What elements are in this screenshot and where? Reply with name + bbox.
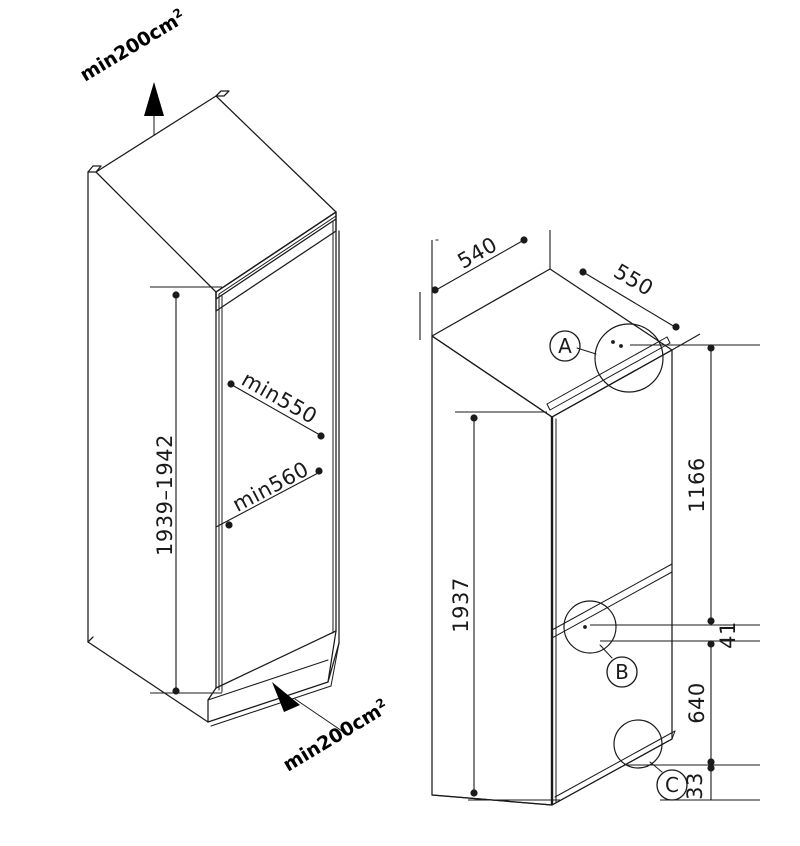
dim-540-label: 540 <box>454 232 502 273</box>
callout-c-leader <box>649 761 663 773</box>
dim-550-label: 550 <box>610 259 658 301</box>
dim-niche-height-label: 1939–1942 <box>153 434 177 556</box>
appliance-door-split-line-2 <box>551 563 673 631</box>
dim-min550-label: min550 <box>238 367 322 429</box>
dim-550-dot-left <box>579 268 587 276</box>
min550-dot-start <box>227 380 235 388</box>
detail-circle-a <box>594 323 664 393</box>
dim-41-label: 41 <box>716 621 740 649</box>
appliance-top-door-gap-3 <box>546 336 668 405</box>
installation-niche-figure <box>87 90 340 727</box>
detail-circle-b <box>563 600 617 654</box>
appliance-top-door-gap-cap-right <box>666 336 671 344</box>
dim-1937-dot-bottom <box>470 789 478 797</box>
dim-550-dot-right <box>672 323 680 331</box>
niche-depth-dimension: min550 <box>227 367 325 440</box>
min560-dot-end <box>315 467 323 475</box>
min550-dot-end <box>317 432 325 440</box>
callout-b-leader <box>599 644 613 659</box>
appliance-front-face <box>551 349 673 806</box>
right-dimension-chain: 1166 41 640 33 <box>590 344 760 801</box>
callout-bubble-a <box>549 330 581 362</box>
vent-top-arrowhead-icon <box>144 82 164 116</box>
callout-b-group: B <box>563 600 638 688</box>
niche-top-left-lip <box>87 165 102 173</box>
appliance-plinth-cap-right <box>671 730 676 740</box>
appliance-figure <box>431 268 676 806</box>
min560-dot-start <box>225 521 233 529</box>
detail-a-mark-1 <box>611 340 615 344</box>
vent-bottom-arrow-shaft <box>294 698 346 734</box>
niche-top-back-lip <box>215 90 230 97</box>
niche-height-dimension: 1939–1942 <box>150 286 222 695</box>
appliance-plinth-line-1 <box>551 738 673 806</box>
dim-550-dim-line <box>582 271 676 328</box>
appliance-door-split-line-1 <box>551 571 673 639</box>
callout-c-label: C <box>665 773 679 797</box>
niche-bottom-left-lip <box>87 636 94 643</box>
dim-1166-dot-top <box>707 344 715 352</box>
dim-540-dot-left <box>431 286 439 294</box>
dim-550-ext-right <box>671 333 701 351</box>
niche-top-panel <box>95 95 337 293</box>
dim-1166-dot-bottom <box>707 617 715 625</box>
min550-dim-line <box>231 384 321 436</box>
callout-a-label: A <box>558 334 572 358</box>
vent-note-bottom-label: min200cm2 <box>279 695 393 776</box>
niche-height-dot-bottom <box>172 687 180 695</box>
dim-1166-label: 1166 <box>685 457 709 512</box>
niche-left-wall-bottom-edge <box>87 641 209 723</box>
appliance-top-door-gap-cap-left <box>546 403 551 411</box>
dim-540-dot-right <box>520 236 528 244</box>
dim-640-dot-bottom <box>707 758 715 766</box>
niche-base-front-face <box>207 630 337 723</box>
appliance-left-side-face <box>431 335 553 806</box>
height-1937-dimension: 1937 <box>449 411 560 801</box>
niche-base-top-edge <box>215 630 337 689</box>
detail-a-mark-2 <box>619 344 623 348</box>
callout-c-group: C <box>613 719 688 801</box>
dim-min560-label: min560 <box>229 457 313 517</box>
niche-height-dot-top <box>172 291 180 299</box>
min560-dim-line <box>215 471 321 528</box>
vent-note-top: min200cm2 <box>76 5 190 136</box>
detail-b-mark-1 <box>583 625 587 629</box>
vent-bottom-arrowhead-icon <box>272 682 300 712</box>
dim-540-dim-line <box>435 239 525 291</box>
dim-640-label: 640 <box>685 682 709 724</box>
vent-note-top-label: min200cm2 <box>76 5 190 86</box>
callout-bubble-c <box>656 769 688 801</box>
dim-33-dot-top <box>707 764 715 772</box>
callout-a-group: A <box>549 323 664 393</box>
dim-640-dot-top <box>707 640 715 648</box>
niche-base-right-edge-inner <box>330 642 340 687</box>
vent-note-bottom: min200cm2 <box>272 682 393 776</box>
niche-base-front-face-inner <box>210 685 332 727</box>
niche-width-dimension: min560 <box>215 457 323 529</box>
dim-1937-label: 1937 <box>449 577 473 632</box>
dim-1937-dot-top <box>470 414 478 422</box>
detail-circle-c <box>613 719 663 769</box>
appliance-top-door-gap-1 <box>551 349 673 418</box>
niche-base-right-edge <box>327 642 340 683</box>
callout-b-label: B <box>615 660 629 684</box>
niche-top-panel-edge-inner <box>218 215 337 295</box>
niche-base-inner-rim <box>207 659 329 701</box>
callout-bubble-b <box>606 656 638 688</box>
appliance-plinth-line-2 <box>554 730 676 798</box>
appliance-top-door-gap-2 <box>549 342 671 411</box>
